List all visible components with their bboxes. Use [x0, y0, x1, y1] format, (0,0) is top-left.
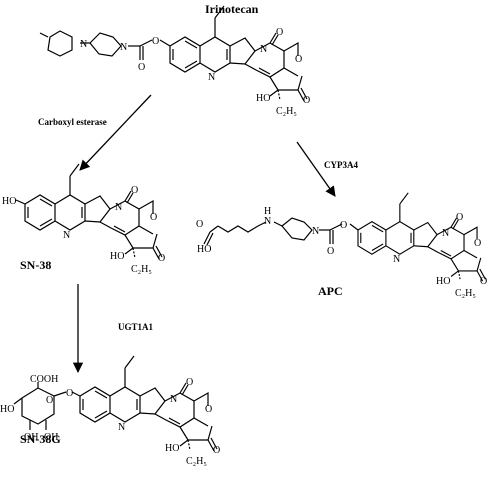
arrow-irinotecan-to-apc	[296, 141, 336, 197]
sn38-structure	[15, 163, 163, 260]
atom-o: O	[186, 377, 193, 388]
irinotecan-label: Irinotecan	[205, 2, 259, 16]
atom-n: N	[63, 230, 70, 241]
irinotecan-structure	[39, 5, 308, 102]
atom-ethyl: C₂H₅	[186, 456, 207, 467]
cyp3a4-label: CYP3A4	[324, 160, 358, 170]
atom-hydroxyl: HO	[436, 276, 450, 287]
carboxyl-esterase-label: Carboxyl esterase	[38, 117, 107, 127]
atom-o: O	[276, 27, 283, 38]
atom-o: O	[327, 246, 334, 257]
atom-o: O	[480, 276, 487, 287]
atom-o: O	[295, 54, 302, 65]
atom-n: N	[118, 422, 125, 433]
atom-o: O	[205, 404, 212, 415]
atom-o: O	[303, 95, 310, 106]
atom-o: O	[158, 253, 165, 264]
atom-h: H	[264, 206, 271, 217]
atom-hydroxyl: HO	[256, 93, 270, 104]
ugt1a1-label: UGT1A1	[118, 322, 154, 332]
apc-label: APC	[318, 284, 343, 298]
atom-o: O	[138, 62, 145, 73]
atom-o: O	[66, 388, 73, 399]
atom-ethyl: C₂H₅	[455, 288, 476, 299]
atom-ethyl: C₂H₅	[276, 106, 297, 117]
atom-o: O	[340, 220, 347, 231]
atom-hydroxyl: HO	[197, 244, 211, 255]
atom-o: O	[456, 212, 463, 223]
atom-hydroxyl: OH	[24, 432, 38, 443]
atom-o: O	[152, 36, 159, 47]
atom-n: N	[115, 202, 122, 213]
atom-ethyl: C₂H₅	[131, 264, 152, 275]
atom-n: N	[393, 254, 400, 265]
sn38g-label: SN-38G	[20, 432, 61, 446]
atom-o: O	[131, 185, 138, 196]
atom-carboxyl: COOH	[30, 374, 58, 385]
atom-n: N	[80, 39, 87, 50]
apc-structure	[203, 192, 486, 282]
atom-n: N	[170, 394, 177, 405]
atom-o: O	[150, 212, 157, 223]
atom-hydroxyl: HO	[110, 251, 124, 262]
arrow-irinotecan-to-sn38	[79, 94, 152, 171]
atom-o: O	[46, 395, 53, 406]
atom-n: N	[442, 228, 449, 239]
atom-n: N	[312, 226, 319, 237]
atom-n: N	[260, 44, 267, 55]
atom-n: N	[120, 42, 127, 53]
atom-hydroxyl: OH	[44, 432, 58, 443]
atom-o: O	[213, 445, 220, 456]
atom-hydroxyl: HO	[0, 404, 14, 415]
atom-o: O	[196, 219, 203, 230]
atom-n: N	[264, 216, 271, 227]
atom-hydroxyl: HO	[2, 196, 16, 207]
atom-hydroxyl: HO	[165, 443, 179, 454]
atom-o: O	[474, 238, 481, 249]
sn38-label: SN-38	[20, 258, 52, 272]
atom-n: N	[208, 72, 215, 83]
sn38g-structure	[13, 355, 218, 452]
